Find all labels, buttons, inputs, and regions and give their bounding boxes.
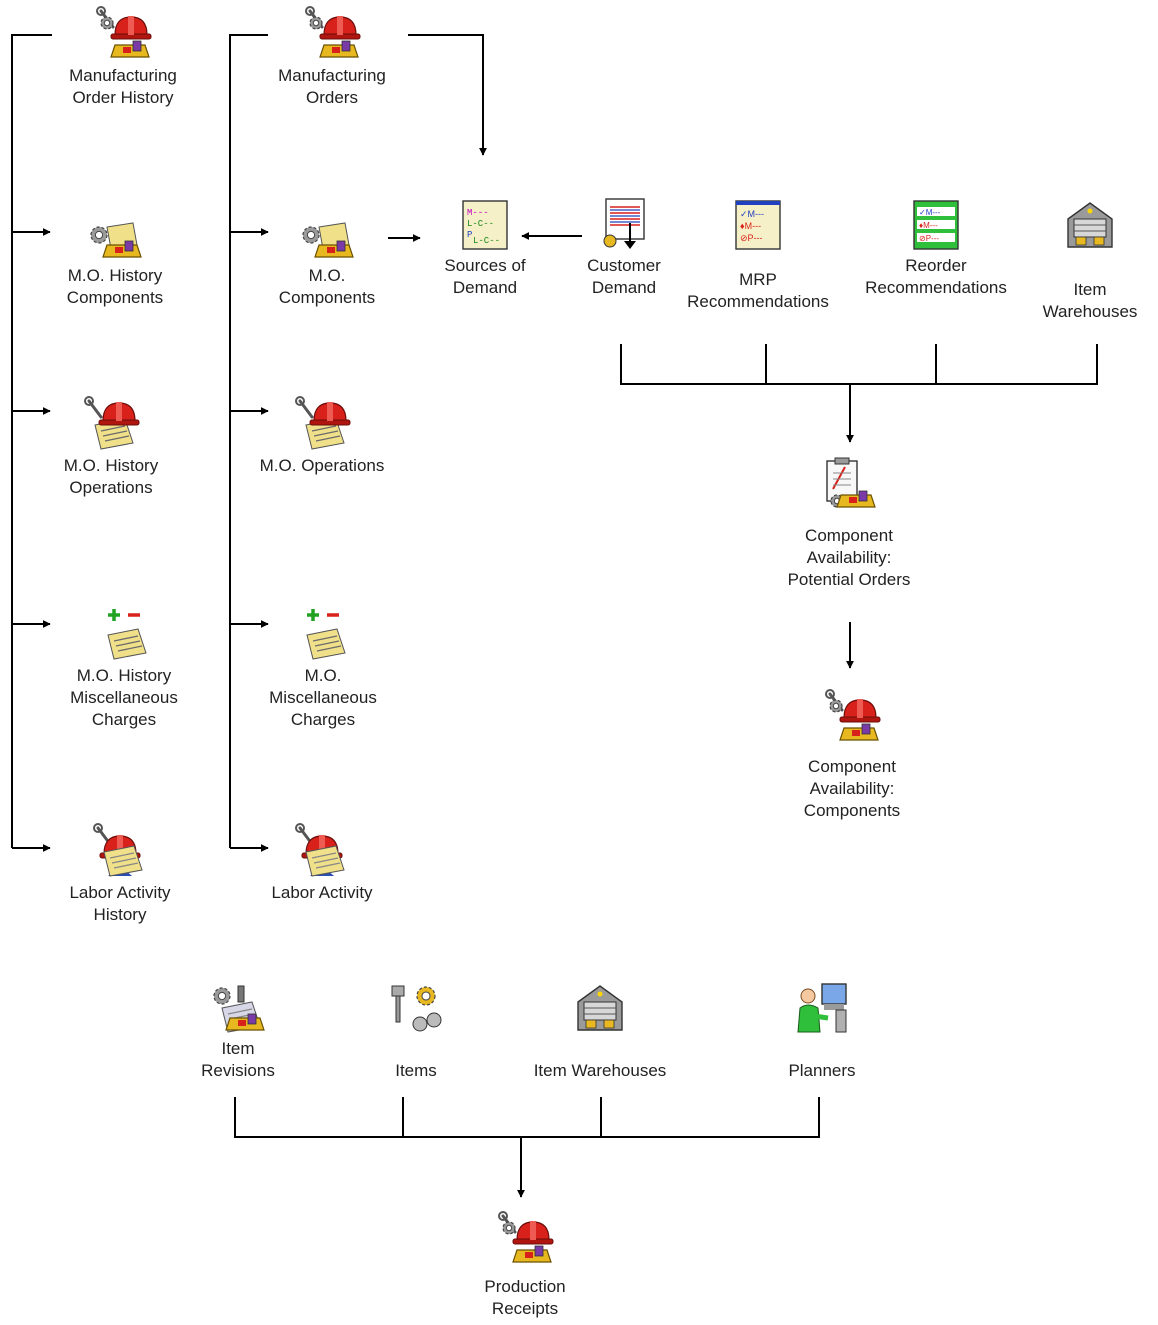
svg-text:✓M---: ✓M--- xyxy=(740,209,764,219)
node-label: MRP Recommendations xyxy=(687,270,829,311)
components-gear-icon xyxy=(90,222,142,258)
svg-text:♦M---: ♦M--- xyxy=(740,221,761,231)
demand-bracket-line xyxy=(620,344,1098,385)
items-nuts-bolts-icon xyxy=(391,985,442,1032)
warehouse-icon xyxy=(1067,202,1113,248)
operations-hardhat-icon xyxy=(84,396,140,450)
node-label: M.O. Components xyxy=(278,266,376,307)
plus-minus-charges-icon xyxy=(107,609,147,660)
node-label: Manufacturing Order History xyxy=(69,66,177,107)
node-label: Item Revisions xyxy=(201,1039,275,1080)
node-mo-misc-charges: M.O. Miscellaneous Charges xyxy=(238,605,408,731)
node-label: M.O. History Operations xyxy=(63,456,159,497)
node-items: Items xyxy=(331,978,501,1082)
item-revisions-icon xyxy=(213,985,265,1033)
orders-bracket-line xyxy=(229,34,268,848)
node-planners: Planners xyxy=(737,978,907,1082)
history-bracket-line xyxy=(11,34,52,848)
node-mrp-recommendations: ✓M--- ♦M--- ⊘P--- MRP Recommendations xyxy=(673,195,843,313)
svg-text:⊘P---: ⊘P--- xyxy=(740,233,763,243)
operations-hardhat-icon xyxy=(295,396,351,450)
work-order-hardhat-icon xyxy=(498,1211,554,1263)
svg-text:⊘P---: ⊘P--- xyxy=(919,234,939,243)
svg-text:M---: M--- xyxy=(467,208,489,218)
node-label: M.O. History Miscellaneous Charges xyxy=(70,666,178,729)
demand-list-icon: M---L-C--PL-C-- xyxy=(462,200,508,250)
node-label: Labor Activity xyxy=(271,883,373,902)
node-label: Item Warehouses xyxy=(1042,280,1138,321)
node-customer-demand: Customer Demand xyxy=(539,195,709,299)
mrp-list-icon: ✓M--- ♦M--- ⊘P--- xyxy=(735,200,781,250)
plus-minus-charges-icon xyxy=(306,609,346,660)
node-labor-activity-history: Labor Activity History xyxy=(35,822,205,926)
node-labor-activity: Labor Activity xyxy=(237,822,407,904)
node-label: Manufacturing Orders xyxy=(278,66,386,107)
svg-text:L-C--: L-C-- xyxy=(473,236,500,246)
node-manufacturing-order-history: Manufacturing Order History xyxy=(38,5,208,109)
arrow-orders-to-sources xyxy=(408,34,487,156)
node-label: Component Availability: Potential Orders xyxy=(787,526,911,589)
node-component-availability-components: Component Availability: Components xyxy=(767,688,937,822)
node-label: M.O. Operations xyxy=(259,456,385,475)
node-label: Items xyxy=(395,1061,437,1080)
node-reorder-recommendations: ✓M--- ♦M--- ⊘P--- Reorder Recommendations xyxy=(851,195,1021,299)
node-label: Reorder Recommendations xyxy=(865,256,1007,297)
customer-demand-icon xyxy=(603,198,645,249)
node-component-availability-potential-orders: Component Availability: Potential Orders xyxy=(764,455,934,591)
node-label: Sources of Demand xyxy=(444,256,526,297)
svg-text:L-C--: L-C-- xyxy=(467,219,494,229)
node-mo-history-misc-charges: M.O. History Miscellaneous Charges xyxy=(39,605,209,731)
node-label: Labor Activity History xyxy=(69,883,171,924)
planner-computer-icon xyxy=(797,983,847,1033)
node-label: M.O. Miscellaneous Charges xyxy=(269,666,377,729)
node-label: Planners xyxy=(788,1061,856,1080)
work-order-hardhat-icon xyxy=(96,6,152,58)
node-mo-components: M.O. Components xyxy=(242,205,412,309)
svg-text:✓M---: ✓M--- xyxy=(919,208,941,217)
node-mo-operations: M.O. Operations xyxy=(237,395,407,477)
bottom-bracket-line xyxy=(234,1097,820,1138)
clipboard-components-icon xyxy=(826,457,876,508)
node-production-receipts: Production Receipts xyxy=(440,1210,610,1320)
node-label: M.O. History Components xyxy=(66,266,164,307)
svg-text:♦M---: ♦M--- xyxy=(919,221,938,230)
node-item-warehouses-top: Item Warehouses xyxy=(1005,195,1158,323)
node-label: Production Receipts xyxy=(484,1277,566,1318)
work-order-hardhat-icon xyxy=(825,689,881,741)
node-item-revisions: Item Revisions xyxy=(153,978,323,1082)
reorder-list-icon: ✓M--- ♦M--- ⊘P--- xyxy=(913,200,959,250)
node-mo-history-components: M.O. History Components xyxy=(30,205,200,309)
node-label: Customer Demand xyxy=(587,256,661,297)
worker-hardhat-icon xyxy=(295,823,345,877)
node-item-warehouses-bottom: Item Warehouses xyxy=(515,978,685,1082)
node-manufacturing-orders: Manufacturing Orders xyxy=(247,5,417,109)
svg-text:P: P xyxy=(467,230,472,240)
work-order-hardhat-icon xyxy=(305,6,361,58)
node-label: Component Availability: Components xyxy=(803,757,901,820)
warehouse-icon xyxy=(577,985,623,1031)
node-label: Item Warehouses xyxy=(533,1061,667,1080)
worker-hardhat-icon xyxy=(93,823,143,877)
node-mo-history-operations: M.O. History Operations xyxy=(26,395,196,499)
components-gear-icon xyxy=(302,222,354,258)
